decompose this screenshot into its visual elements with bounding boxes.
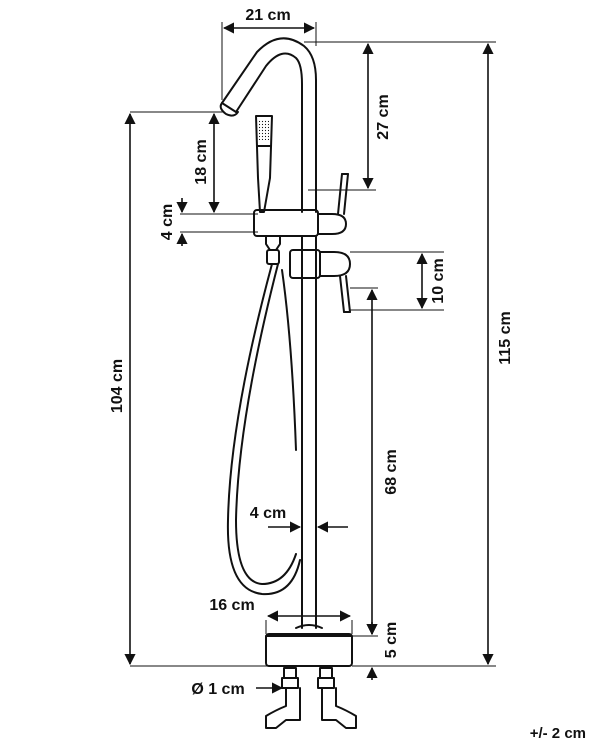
tolerance-note: +/- 2 cm	[530, 725, 586, 742]
base-plate	[265, 633, 353, 667]
spout-tip	[219, 102, 239, 117]
upper-control-body	[253, 209, 319, 237]
shower-hose	[226, 263, 301, 596]
label-spout-height: 27 cm	[375, 94, 392, 139]
inlet-right	[319, 667, 333, 679]
label-pipe-diameter: 4 cm	[250, 505, 286, 522]
label-spout-to-floor: 104 cm	[109, 359, 126, 413]
hose-connector	[265, 235, 281, 251]
shower-head-holes	[259, 120, 269, 140]
gooseneck-spout-inner	[235, 52, 303, 213]
label-hand-shower: 18 cm	[193, 139, 210, 184]
label-lever-to-base: 68 cm	[383, 449, 400, 494]
extension-lines	[130, 22, 496, 667]
lower-diverter-body	[289, 249, 321, 279]
dimension-labels: 21 cm 27 cm 115 cm 18 cm 4 cm 10 cm 104 …	[109, 7, 586, 742]
label-total-height: 115 cm	[497, 311, 514, 364]
upper-lever	[317, 213, 347, 235]
label-spout-reach: 21 cm	[245, 7, 290, 24]
label-inlet-diameter: Ø 1 cm	[191, 681, 244, 698]
label-handle-gap: 4 cm	[159, 204, 176, 240]
inlet-left	[283, 667, 297, 679]
faucet-body	[219, 37, 357, 729]
dimension-arrows	[124, 22, 494, 694]
gooseneck-spout	[221, 37, 317, 213]
label-lever-spacing: 10 cm	[430, 258, 447, 303]
hand-shower	[255, 115, 273, 213]
label-base-height: 5 cm	[383, 622, 400, 658]
lower-lever	[319, 251, 351, 277]
label-base-diameter: 16 cm	[209, 597, 254, 614]
